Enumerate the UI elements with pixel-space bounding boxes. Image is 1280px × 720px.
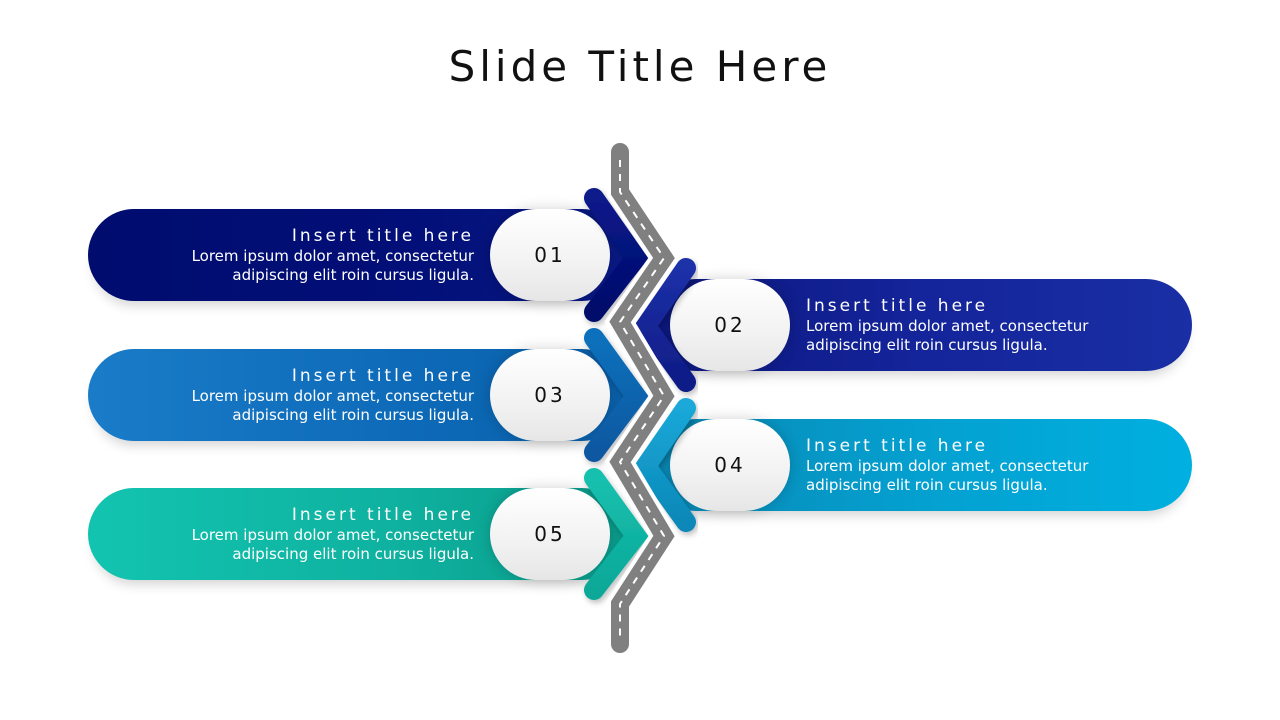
- step-05-desc-line1: Lorem ipsum dolor amet, consectetur: [191, 526, 474, 544]
- chevron-01-icon: [584, 188, 649, 322]
- step-04-band: 04 Insert title here Lorem ipsum dolor a…: [650, 419, 1192, 511]
- step-02-number-badge: 02: [670, 279, 790, 371]
- step-03-title: Insert title here: [291, 366, 474, 386]
- step-02-band: 02 Insert title here Lorem ipsum dolor a…: [650, 279, 1192, 371]
- step-03-text: Insert title here Lorem ipsum dolor amet…: [192, 365, 474, 425]
- step-03-desc-line1: Lorem ipsum dolor amet, consectetur: [191, 387, 474, 405]
- step-05-text: Insert title here Lorem ipsum dolor amet…: [192, 504, 474, 564]
- chevron-04-icon: [633, 398, 696, 532]
- step-01-band: Insert title here Lorem ipsum dolor amet…: [88, 209, 628, 301]
- step-02-desc-line2: adipiscing elit roin cursus ligula.: [806, 336, 1048, 354]
- step-01-desc-line2: adipiscing elit roin cursus ligula.: [232, 266, 474, 284]
- step-03-desc-line2: adipiscing elit roin cursus ligula.: [232, 406, 474, 424]
- step-05-desc-line2: adipiscing elit roin cursus ligula.: [232, 545, 474, 563]
- chevron-03-icon: [584, 328, 649, 462]
- step-02-desc-line1: Lorem ipsum dolor amet, consectetur: [806, 317, 1089, 335]
- step-01-text: Insert title here Lorem ipsum dolor amet…: [192, 225, 474, 285]
- step-01-desc-line1: Lorem ipsum dolor amet, consectetur: [191, 247, 474, 265]
- chevron-05-icon: [584, 468, 649, 600]
- road-icon: [604, 143, 680, 653]
- step-01-title: Insert title here: [291, 226, 474, 246]
- chevron-02-icon: [633, 258, 696, 392]
- step-03-band: Insert title here Lorem ipsum dolor amet…: [88, 349, 628, 441]
- step-04-number-badge: 04: [670, 419, 790, 511]
- step-04-title: Insert title here: [806, 436, 989, 456]
- step-04-desc-line2: adipiscing elit roin cursus ligula.: [806, 476, 1048, 494]
- step-05-number-badge: 05: [490, 488, 610, 580]
- step-02-text: Insert title here Lorem ipsum dolor amet…: [806, 295, 1088, 355]
- step-02-title: Insert title here: [806, 296, 989, 316]
- step-04-desc-line1: Lorem ipsum dolor amet, consectetur: [806, 457, 1089, 475]
- step-04-text: Insert title here Lorem ipsum dolor amet…: [806, 435, 1088, 495]
- step-03-number-badge: 03: [490, 349, 610, 441]
- step-01-number-badge: 01: [490, 209, 610, 301]
- step-05-band: Insert title here Lorem ipsum dolor amet…: [88, 488, 628, 580]
- slide-title: Slide Title Here: [448, 42, 832, 91]
- step-05-title: Insert title here: [291, 505, 474, 525]
